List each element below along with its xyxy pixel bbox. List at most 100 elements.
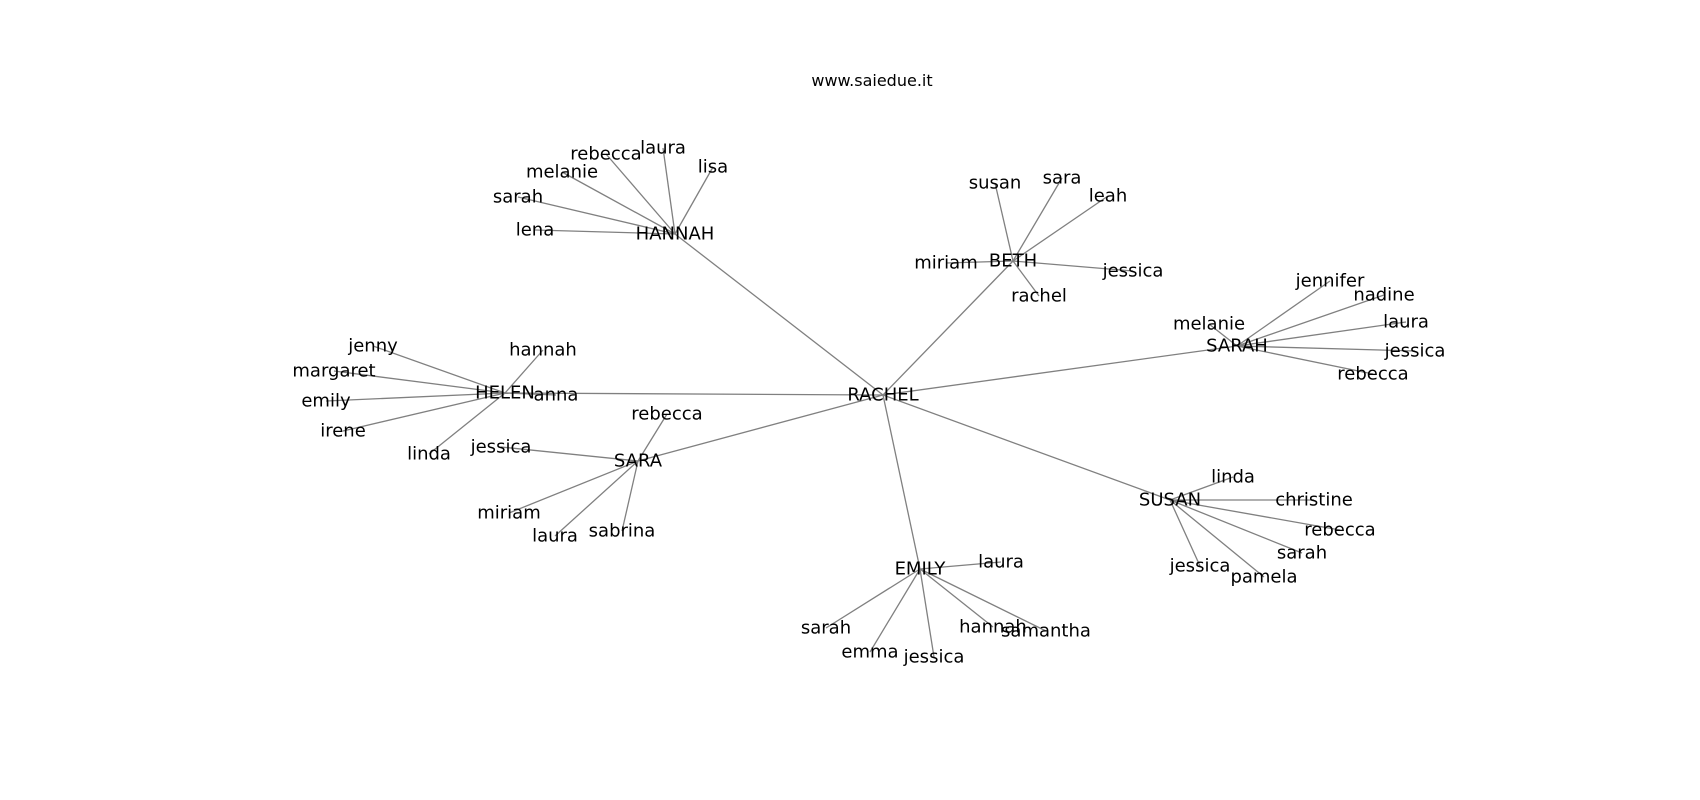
edge-hannah-lisa: [674, 166, 714, 235]
leaf-node-label: pamela: [1230, 567, 1297, 588]
leaf-node-label: jessica: [1102, 261, 1164, 282]
edge-helen-linda: [428, 392, 506, 455]
edge-beth-leah: [1012, 195, 1109, 262]
leaf-node-label: melanie: [1173, 314, 1245, 335]
edge-sarah-nadine: [1236, 294, 1385, 347]
edge-helen-margaret: [333, 370, 506, 394]
edge-root-sarah: [882, 345, 1238, 396]
edge-sara-miriam: [508, 460, 639, 514]
leaf-node-label: emily: [301, 391, 351, 412]
leaf-node-label: christine: [1275, 490, 1353, 511]
hub-node-label: SARA: [614, 451, 663, 472]
edge-sara-rebecca: [637, 413, 668, 462]
label-layer: RACHELHANNAHrebeccalauralisamelaniesarah…: [292, 138, 1445, 668]
leaf-node-label: rebecca: [1337, 364, 1408, 385]
edge-root-emily: [882, 394, 921, 570]
leaf-node-label: melanie: [526, 162, 598, 183]
edge-hannah-laura: [662, 147, 676, 235]
edge-helen-jenny: [372, 345, 506, 394]
edge-emily-sarah: [825, 568, 921, 629]
edge-sarah-melanie: [1208, 323, 1238, 347]
edge-sara-jessica: [500, 446, 639, 462]
leaf-node-label: lisa: [698, 157, 728, 178]
edge-root-hannah: [674, 233, 884, 396]
hub-node-label: HANNAH: [636, 224, 715, 245]
edge-hannah-sarah: [517, 196, 676, 235]
root-node-label: RACHEL: [847, 385, 918, 406]
page-title: www.saiedue.it: [811, 71, 933, 90]
edge-beth-miriam: [945, 260, 1014, 264]
edge-helen-anna: [504, 392, 557, 396]
edge-sara-laura: [554, 460, 639, 537]
leaf-node-label: anna: [534, 385, 579, 406]
edge-emily-emma: [869, 568, 921, 653]
edge-sarah-jennifer: [1236, 280, 1331, 347]
edge-susan-pamela: [1169, 499, 1265, 578]
edge-susan-jessica: [1169, 499, 1201, 567]
leaf-node-label: linda: [1211, 467, 1255, 488]
hub-node-label: EMILY: [895, 559, 947, 580]
leaf-node-label: sabrina: [589, 521, 656, 542]
leaf-node-label: miriam: [477, 503, 541, 524]
edge-emily-samantha: [919, 568, 1047, 632]
edge-emily-jessica: [919, 568, 935, 658]
leaf-node-label: sarah: [801, 618, 851, 639]
leaf-node-label: laura: [1383, 312, 1429, 333]
leaf-node-label: sarah: [1277, 543, 1327, 564]
edge-emily-laura: [919, 561, 1002, 570]
edge-helen-hannah: [504, 349, 544, 394]
edge-hannah-lena: [534, 229, 676, 235]
edge-root-helen: [504, 392, 884, 396]
edge-root-beth: [882, 260, 1014, 396]
leaf-node-label: susan: [969, 173, 1022, 194]
edge-hannah-rebecca: [605, 153, 676, 235]
leaf-node-label: jessica: [1384, 341, 1446, 362]
hub-node-label: SUSAN: [1139, 490, 1201, 511]
leaf-node-label: jessica: [470, 437, 532, 458]
leaf-node-label: jessica: [1169, 556, 1231, 577]
leaf-node-label: hannah: [509, 340, 577, 361]
edge-sarah-rebecca: [1236, 345, 1374, 375]
edge-beth-susan: [994, 182, 1014, 262]
edge-helen-irene: [342, 392, 506, 432]
edge-susan-linda: [1169, 476, 1234, 501]
leaf-node-label: emma: [841, 642, 898, 663]
edge-beth-sara: [1012, 177, 1063, 262]
leaf-node-label: sarah: [493, 187, 543, 208]
leaf-node-label: margaret: [292, 361, 375, 382]
edge-beth-rachel: [1012, 260, 1040, 297]
edge-root-susan: [882, 394, 1171, 501]
leaf-node-label: linda: [407, 444, 451, 465]
leaf-node-label: rebecca: [631, 404, 702, 425]
leaf-node-label: miriam: [914, 253, 978, 274]
leaf-node-label: rebecca: [1304, 520, 1375, 541]
leaf-node-label: hannah: [959, 617, 1027, 638]
leaf-node-label: leah: [1089, 186, 1128, 207]
leaf-node-label: rachel: [1011, 286, 1067, 307]
leaf-node-label: sara: [1043, 168, 1082, 189]
leaf-node-label: nadine: [1353, 285, 1414, 306]
edge-helen-emily: [325, 392, 506, 402]
edge-emily-hannah: [919, 568, 994, 628]
leaf-node-label: jennifer: [1295, 271, 1365, 292]
edge-sarah-jessica: [1236, 345, 1416, 352]
edge-beth-jessica: [1012, 260, 1134, 272]
leaf-node-label: irene: [320, 421, 366, 442]
leaf-node-label: laura: [532, 526, 578, 547]
leaf-node-label: lena: [516, 220, 555, 241]
hub-node-label: HELEN: [475, 383, 535, 404]
edge-sara-sabrina: [621, 460, 639, 532]
edge-hannah-melanie: [561, 171, 676, 235]
edge-susan-sarah: [1169, 499, 1303, 554]
edge-layer: [325, 147, 1416, 658]
edge-susan-rebecca: [1169, 499, 1341, 531]
leaf-node-label: laura: [640, 138, 686, 159]
leaf-node-label: laura: [978, 552, 1024, 573]
hub-node-label: BETH: [989, 251, 1037, 272]
leaf-node-label: jessica: [903, 647, 965, 668]
leaf-node-label: samantha: [1001, 621, 1091, 642]
leaf-node-label: jenny: [347, 336, 398, 357]
edge-root-sara: [637, 394, 884, 462]
edge-sarah-laura: [1236, 321, 1407, 347]
